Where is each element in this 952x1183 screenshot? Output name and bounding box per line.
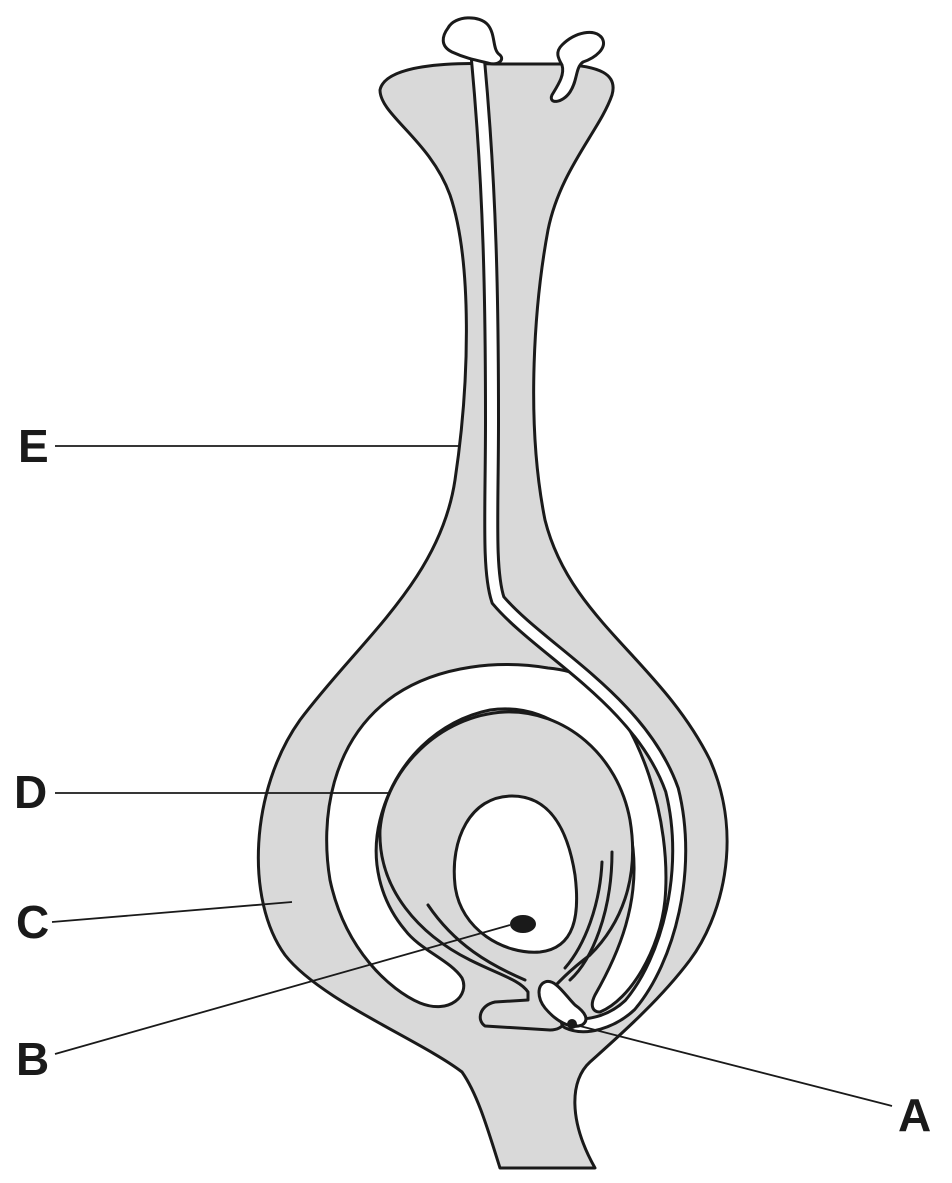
leader-line-c	[51, 901, 293, 923]
egg-cell	[510, 915, 536, 933]
ovary-cavity	[325, 663, 668, 1014]
label-e: E	[18, 420, 49, 472]
inner-integument-right-1	[563, 860, 604, 970]
pollen-grain-right	[549, 30, 605, 103]
inner-integument-left	[426, 903, 527, 982]
inner-integument-right-2	[568, 850, 614, 982]
micropyle	[537, 979, 588, 1028]
leader-line-b	[54, 924, 511, 1055]
label-a: A	[898, 1089, 931, 1141]
label-c: C	[16, 896, 49, 948]
pollen-grain-left	[441, 16, 504, 66]
pollen-tube-left-lumen	[473, 55, 685, 1031]
label-b: B	[16, 1033, 49, 1085]
embryo-sac	[452, 794, 579, 954]
label-d: D	[14, 766, 47, 818]
leader-line-a	[571, 1023, 893, 1107]
